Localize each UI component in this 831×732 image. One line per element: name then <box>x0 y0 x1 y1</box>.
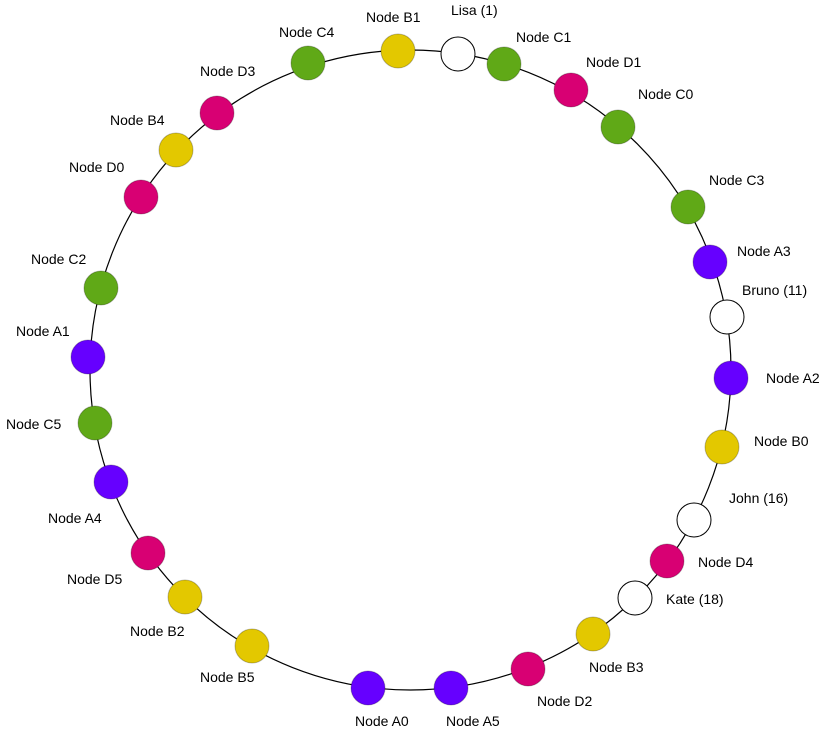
node-d4-label: Node D4 <box>698 554 753 570</box>
node-b2-marker <box>167 579 203 615</box>
node-b5-label: Node B5 <box>200 669 255 685</box>
node-a5-label: Node A5 <box>446 713 500 729</box>
node-a1-marker <box>70 339 106 375</box>
node-c1-marker <box>486 46 522 82</box>
ring-nodes <box>70 33 749 706</box>
node-d3-label: Node D3 <box>200 63 255 79</box>
node-a0-marker <box>350 670 386 706</box>
node-b4-label: Node B4 <box>110 112 165 128</box>
node-d0-marker <box>123 179 159 215</box>
node-a2-label: Node A2 <box>766 370 820 386</box>
node-c4-marker <box>290 45 326 81</box>
key-kate-label: Kate (18) <box>666 591 724 607</box>
node-b1-label: Node B1 <box>366 9 421 25</box>
node-b3-label: Node B3 <box>589 659 644 675</box>
node-c5-label: Node C5 <box>6 416 61 432</box>
node-c3-marker <box>670 189 706 225</box>
node-c2-label: Node C2 <box>31 251 86 267</box>
node-b0-marker <box>704 429 740 465</box>
node-b0-label: Node B0 <box>754 433 809 449</box>
node-b2-label: Node B2 <box>130 623 185 639</box>
node-b5-marker <box>234 628 270 664</box>
node-b1-marker <box>380 33 416 69</box>
node-a0-label: Node A0 <box>355 713 409 729</box>
node-a3-marker <box>692 244 728 280</box>
node-a5-marker <box>433 670 469 706</box>
node-d3-marker <box>199 95 235 131</box>
node-b3-marker <box>575 616 611 652</box>
node-c0-marker <box>600 109 636 145</box>
key-bruno-key-marker <box>709 299 745 335</box>
node-d1-marker <box>553 72 589 108</box>
node-d5-label: Node D5 <box>67 571 122 587</box>
node-c4-label: Node C4 <box>279 24 334 40</box>
node-c0-label: Node C0 <box>638 86 693 102</box>
key-john-label: John (16) <box>729 490 788 506</box>
node-d2-label: Node D2 <box>537 693 592 709</box>
node-d4-marker <box>649 543 685 579</box>
node-a3-label: Node A3 <box>737 243 791 259</box>
node-a1-label: Node A1 <box>16 323 70 339</box>
node-a2-marker <box>713 360 749 396</box>
node-a4-label: Node A4 <box>48 510 102 526</box>
key-bruno-label: Bruno (11) <box>742 282 807 298</box>
key-lisa-label: Lisa (1) <box>451 2 498 18</box>
node-c2-marker <box>83 270 119 306</box>
node-d5-marker <box>130 535 166 571</box>
node-c5-marker <box>77 405 113 441</box>
node-a4-marker <box>93 464 129 500</box>
ring-labels: Node B1 Lisa (1) Node C1 Node D1 Node C0 Node… <box>6 2 820 729</box>
node-d2-marker <box>510 651 546 687</box>
node-c1-label: Node C1 <box>516 29 571 45</box>
node-b4-marker <box>158 132 194 168</box>
node-c3-label: Node C3 <box>709 172 764 188</box>
key-kate-key-marker <box>617 580 653 616</box>
node-d1-label: Node D1 <box>586 54 641 70</box>
key-lisa-key-marker <box>440 36 476 72</box>
node-d0-label: Node D0 <box>69 159 124 175</box>
key-john-key-marker <box>676 502 712 538</box>
